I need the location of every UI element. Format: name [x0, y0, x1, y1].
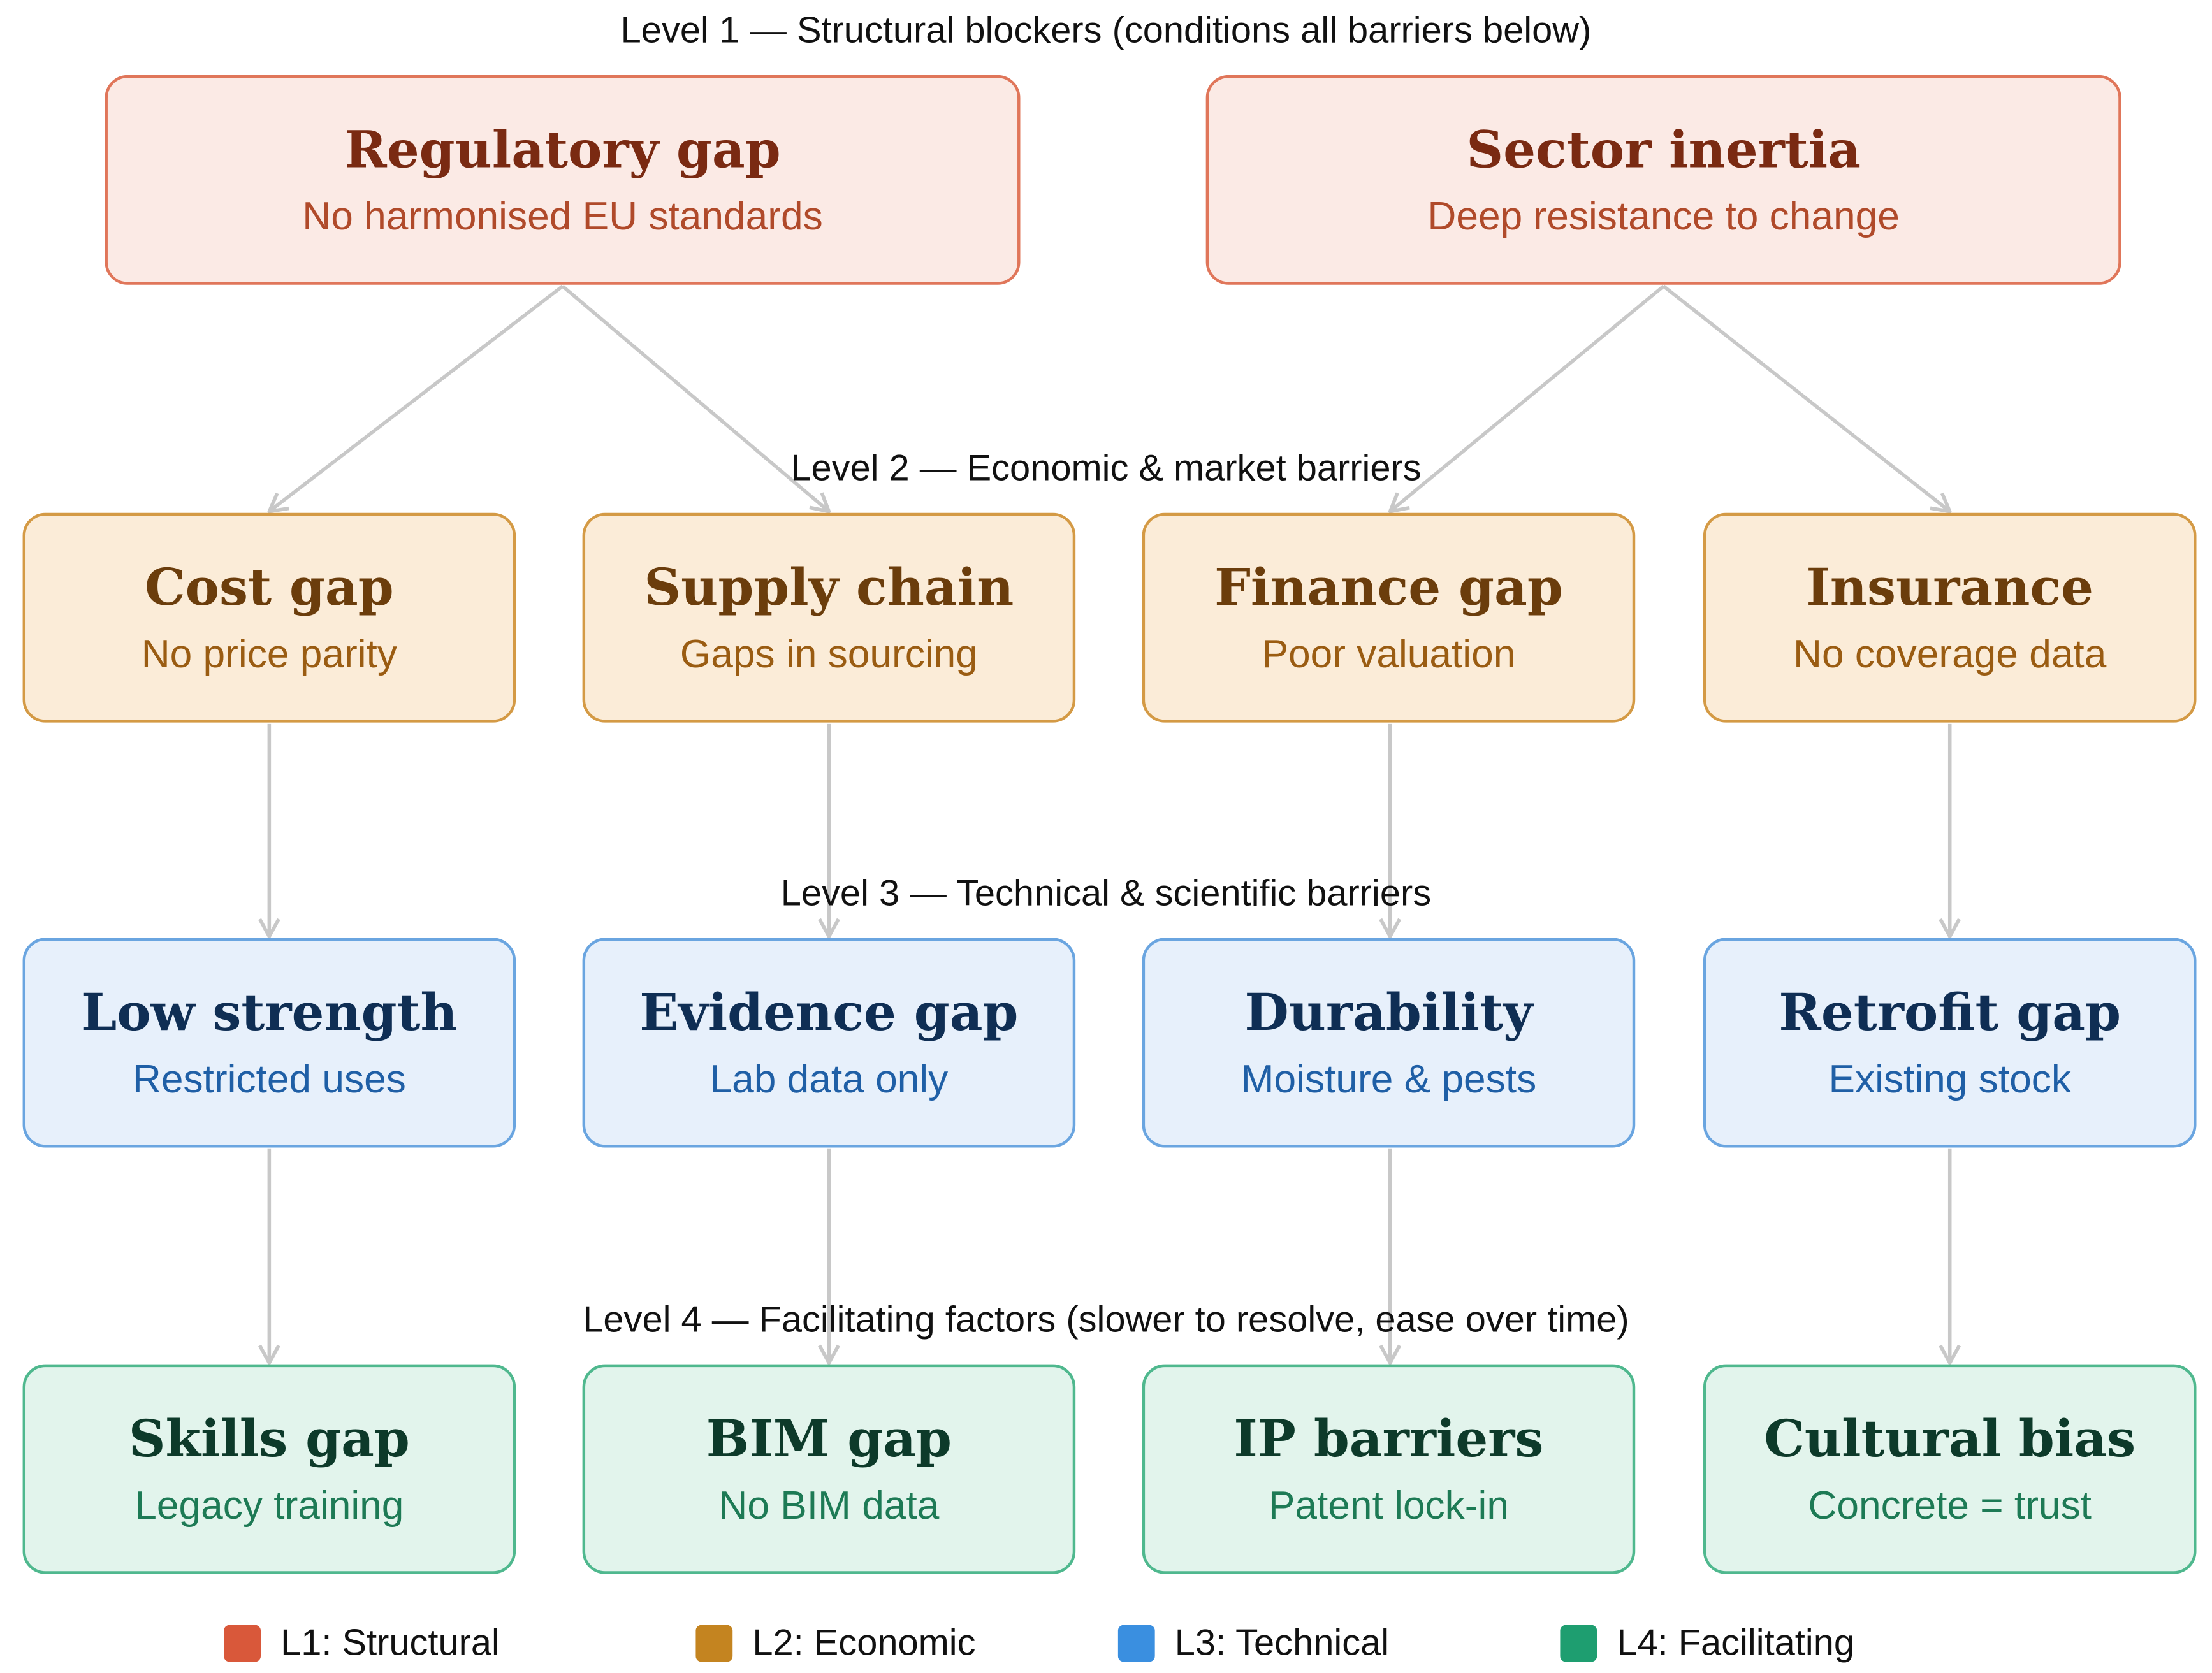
node-subtitle: Existing stock: [1828, 1056, 2071, 1101]
connector-arrow: [1939, 723, 1961, 939]
node-title: Cost gap: [144, 557, 394, 618]
connector-arrow: [1379, 1148, 1402, 1365]
node-subtitle: Moisture & pests: [1241, 1056, 1537, 1101]
node-low-strength: Low strength Restricted uses: [22, 938, 516, 1148]
legend-label: L3: Technical: [1174, 1620, 1390, 1663]
connector-arrow: [818, 1148, 840, 1365]
legend-swatch: [224, 1624, 261, 1662]
connector-arrow: [1379, 723, 1402, 939]
node-subtitle: Deep resistance to change: [1427, 194, 1900, 238]
legend-label: L4: Facilitating: [1617, 1620, 1855, 1663]
node-title: Retrofit gap: [1779, 982, 2121, 1043]
node-subtitle: Poor valuation: [1262, 631, 1516, 676]
connector-arrow: [561, 284, 831, 514]
node-title: IP barriers: [1233, 1409, 1544, 1469]
node-insurance: Insurance No coverage data: [1703, 512, 2197, 723]
node-title: Evidence gap: [639, 982, 1019, 1043]
node-title: Finance gap: [1214, 557, 1563, 618]
node-retrofit-gap: Retrofit gap Existing stock: [1703, 938, 2197, 1148]
legend-swatch: [695, 1624, 733, 1662]
node-evidence-gap: Evidence gap Lab data only: [582, 938, 1076, 1148]
legend-label: L1: Structural: [280, 1620, 500, 1663]
node-subtitle: Gaps in sourcing: [680, 631, 978, 676]
node-title: Skills gap: [128, 1409, 410, 1469]
node-subtitle: Legacy training: [135, 1482, 404, 1527]
node-durability: Durability Moisture & pests: [1142, 938, 1636, 1148]
node-cost-gap: Cost gap No price parity: [22, 512, 516, 723]
legend-swatch: [1560, 1624, 1597, 1662]
node-subtitle: No BIM data: [718, 1482, 940, 1527]
level-3-title: Level 3 — Technical & scientific barrier…: [780, 871, 1432, 914]
node-title: Low strength: [80, 982, 458, 1043]
connector-arrow: [258, 723, 280, 939]
connector-arrow: [267, 284, 564, 514]
node-ip-barriers: IP barriers Patent lock-in: [1142, 1364, 1636, 1574]
legend-item-facilitating: L4: Facilitating: [1560, 1621, 1854, 1665]
node-bim-gap: BIM gap No BIM data: [582, 1364, 1076, 1574]
node-skills-gap: Skills gap Legacy training: [22, 1364, 516, 1574]
legend-item-technical: L3: Technical: [1117, 1620, 1390, 1665]
level-1-title: Level 1 — Structural blockers (condition…: [620, 8, 1592, 52]
node-subtitle: No price parity: [141, 631, 397, 676]
node-subtitle: Lab data only: [709, 1056, 949, 1101]
node-title: Regulatory gap: [344, 120, 781, 180]
node-sector-inertia: Sector inertia Deep resistance to change: [1205, 75, 2121, 285]
legend-swatch: [1117, 1624, 1155, 1662]
node-supply-chain: Supply chain Gaps in sourcing: [582, 512, 1076, 723]
node-cultural-bias: Cultural bias Concrete = trust: [1703, 1364, 2197, 1574]
node-subtitle: No coverage data: [1793, 631, 2107, 676]
node-title: Insurance: [1806, 557, 2094, 618]
node-title: BIM gap: [706, 1409, 952, 1469]
legend-label: L2: Economic: [752, 1620, 976, 1663]
level-4-title: Level 4 — Facilitating factors (slower t…: [583, 1298, 1629, 1340]
node-subtitle: No harmonised EU standards: [302, 194, 823, 238]
node-title: Durability: [1244, 982, 1533, 1043]
connector-arrow: [818, 723, 840, 939]
node-subtitle: Concrete = trust: [1808, 1482, 2092, 1527]
node-title: Supply chain: [644, 557, 1014, 618]
connector-arrow: [1388, 284, 1665, 514]
legend-item-economic: L2: Economic: [695, 1620, 976, 1665]
node-subtitle: Patent lock-in: [1268, 1482, 1509, 1527]
node-subtitle: Restricted uses: [132, 1056, 406, 1101]
connector-arrow: [258, 1148, 280, 1365]
node-title: Cultural bias: [1764, 1409, 2136, 1469]
node-finance-gap: Finance gap Poor valuation: [1142, 512, 1636, 723]
level-2-title: Level 2 — Economic & market barriers: [790, 446, 1422, 489]
node-regulatory-gap: Regulatory gap No harmonised EU standard…: [105, 75, 1021, 285]
connector-arrow: [1939, 1148, 1961, 1365]
node-title: Sector inertia: [1466, 120, 1861, 180]
legend-item-structural: L1: Structural: [224, 1621, 500, 1665]
connector-arrow: [1662, 284, 1952, 514]
